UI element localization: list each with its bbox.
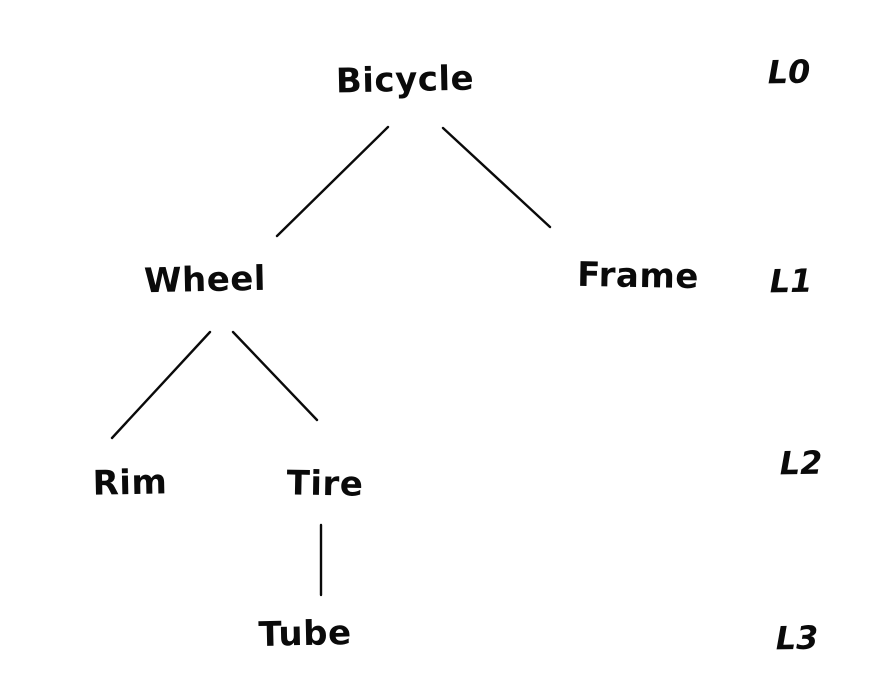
node-tube: Tube	[258, 613, 352, 655]
node-rim: Rim	[92, 462, 168, 504]
level-label-l2: L2	[779, 443, 823, 483]
node-frame: Frame	[576, 254, 700, 298]
level-label-l1: L1	[769, 261, 813, 301]
node-tire: Tire	[286, 463, 364, 505]
edge-bicycle-frame	[441, 126, 552, 229]
edge-wheel-tire	[231, 330, 319, 422]
edge-wheel-rim	[110, 330, 212, 440]
edge-bicycle-wheel	[275, 125, 390, 238]
level-label-l3: L3	[775, 618, 819, 658]
node-wheel: Wheel	[143, 258, 267, 302]
level-label-l0: L0	[767, 52, 811, 92]
node-bicycle: Bicycle	[335, 58, 475, 102]
